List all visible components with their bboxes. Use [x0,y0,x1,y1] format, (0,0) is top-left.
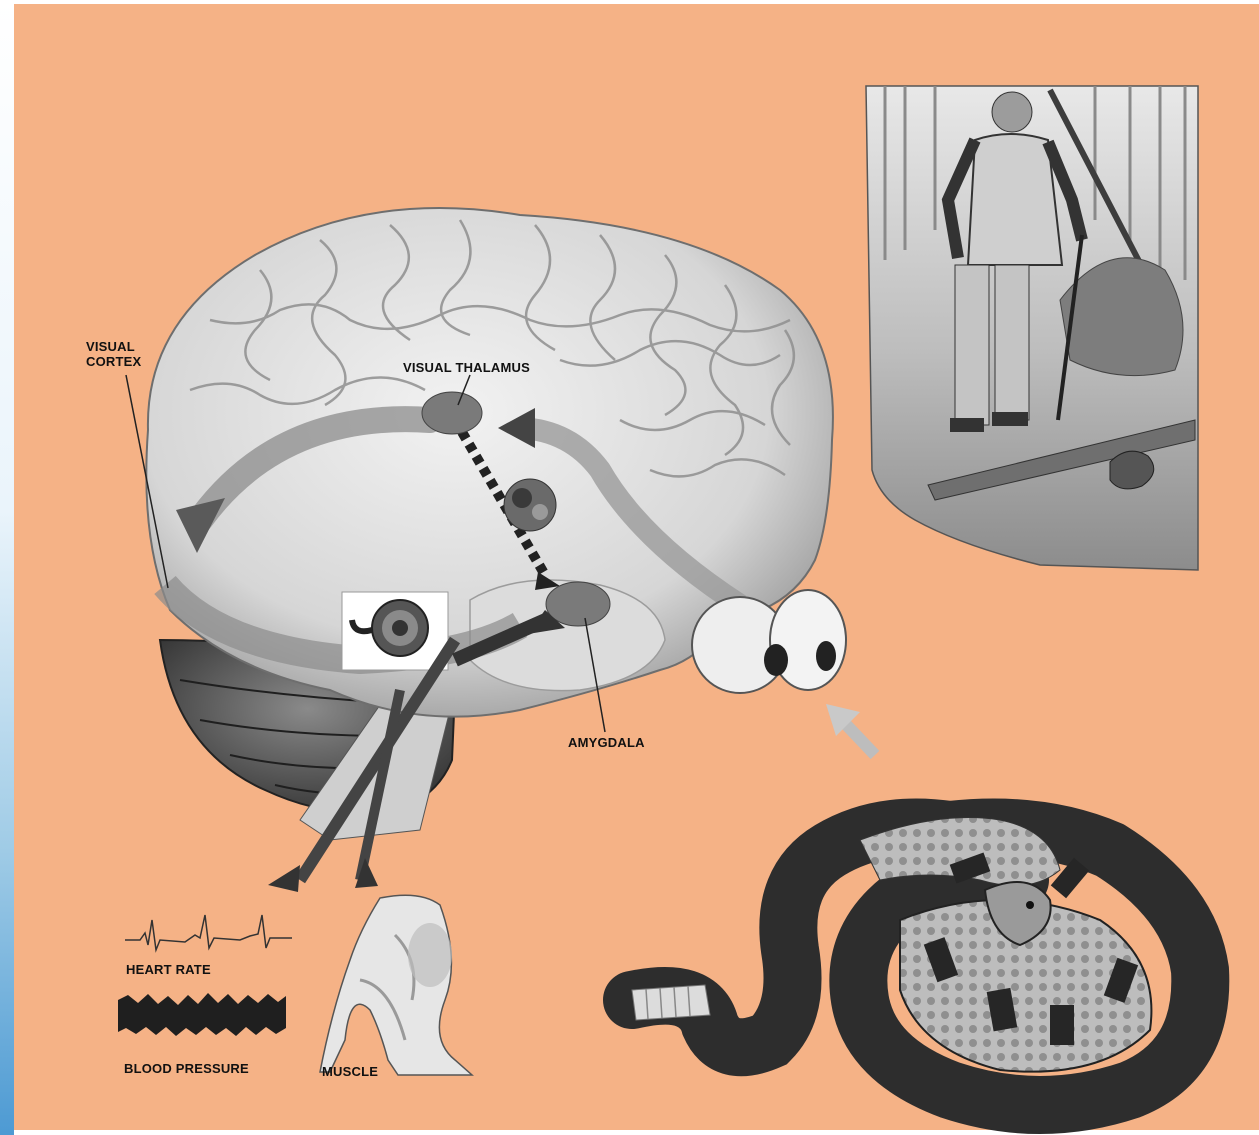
amygdala-nucleus [546,582,610,626]
visual-cortex-label: VISUAL CORTEX [86,339,141,369]
blood-pressure-label: BLOOD PRESSURE [124,1061,249,1076]
visual-thalamus-label: VISUAL THALAMUS [403,360,530,375]
blurry-snake-image [504,479,556,531]
heart-rate-trace-icon [125,915,292,950]
leg-muscle-icon [320,895,472,1075]
snake-thumbnail [342,592,448,670]
rattlesnake-illustration [632,818,1200,1106]
amygdala-label: AMYGDALA [568,735,645,750]
visual-thalamus-nucleus [422,392,482,434]
snake-to-eyes-arrow [826,704,875,755]
hiker-scene-illustration [866,86,1198,570]
blood-pressure-trace-icon [118,993,286,1036]
muscle-label: MUSCLE [322,1064,378,1079]
heart-rate-label: HEART RATE [126,962,211,977]
